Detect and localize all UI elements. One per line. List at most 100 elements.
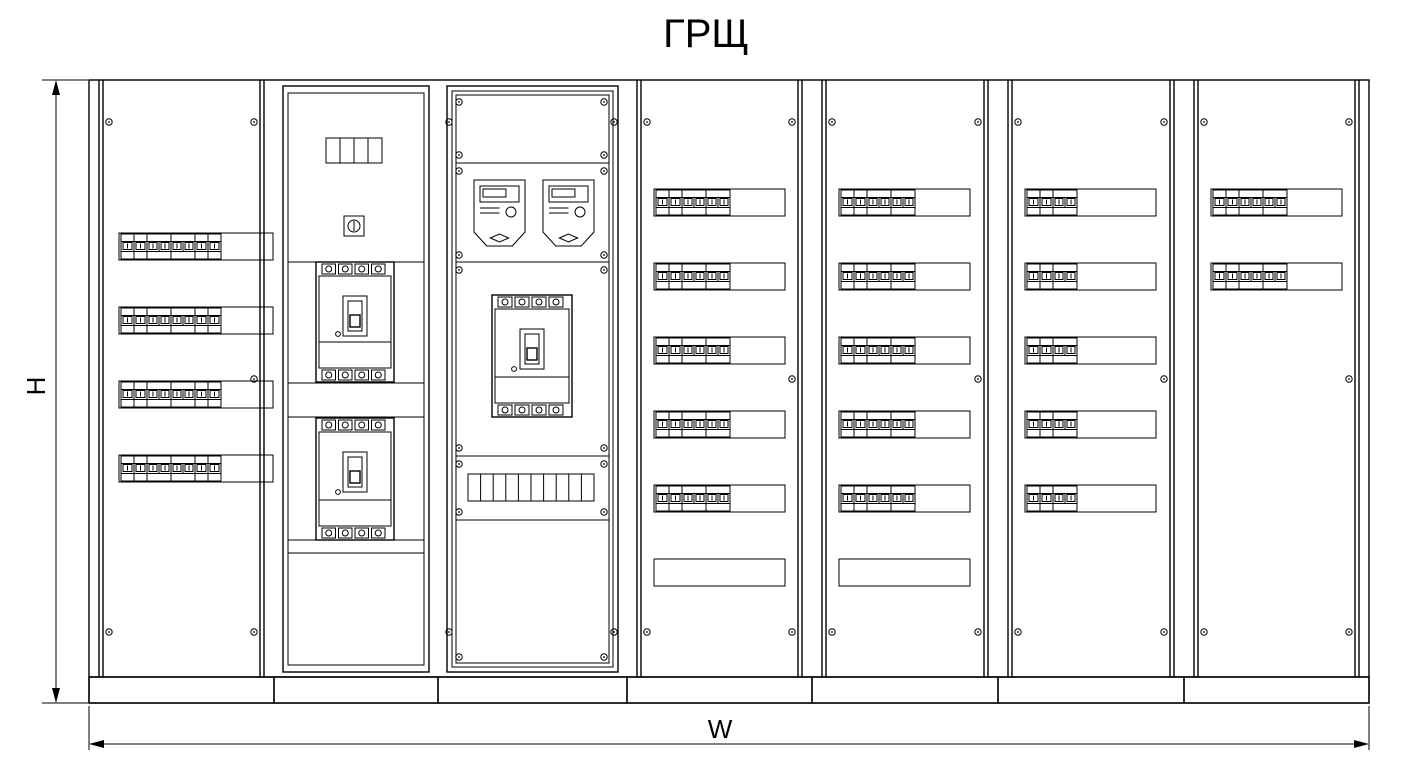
breaker-module bbox=[170, 307, 196, 334]
din-rail-row bbox=[1024, 336, 1157, 365]
breaker-module bbox=[133, 307, 148, 334]
width-dimension: W bbox=[88, 706, 1370, 750]
breaker-module bbox=[1039, 485, 1054, 512]
breaker-module bbox=[705, 411, 731, 438]
breaker-module bbox=[668, 411, 683, 438]
breaker-module bbox=[1026, 485, 1041, 512]
breaker-module bbox=[853, 337, 868, 364]
energy-meter bbox=[473, 179, 526, 247]
panel-7 bbox=[1183, 80, 1370, 704]
breaker-module bbox=[853, 411, 868, 438]
breaker-module bbox=[668, 263, 683, 290]
breaker-module bbox=[655, 411, 670, 438]
breaker-module bbox=[866, 485, 892, 512]
breaker-module bbox=[853, 263, 868, 290]
breaker-module bbox=[890, 189, 916, 216]
breaker-module bbox=[681, 189, 707, 216]
breaker-module bbox=[146, 307, 172, 334]
breaker-module bbox=[1039, 411, 1054, 438]
breaker-module bbox=[133, 455, 148, 482]
breaker-module bbox=[668, 485, 683, 512]
indicator-lamps bbox=[325, 137, 383, 164]
breaker-module bbox=[1225, 189, 1240, 216]
height-dimension: H bbox=[21, 79, 88, 704]
din-rail-row bbox=[838, 262, 971, 291]
breaker-module bbox=[890, 263, 916, 290]
breaker-module bbox=[853, 485, 868, 512]
breaker-module bbox=[1212, 189, 1227, 216]
breaker-module bbox=[840, 189, 855, 216]
breaker-module bbox=[133, 381, 148, 408]
din-rail-row bbox=[838, 484, 971, 513]
breaker-module bbox=[1225, 263, 1240, 290]
breaker-module bbox=[705, 485, 731, 512]
breaker-module bbox=[1052, 263, 1078, 290]
breaker-module bbox=[194, 455, 209, 482]
height-label: H bbox=[21, 377, 51, 396]
breaker-module bbox=[1052, 411, 1078, 438]
selector-switch bbox=[343, 215, 365, 237]
breaker-module bbox=[890, 485, 916, 512]
din-rail-row bbox=[653, 262, 786, 291]
breaker-module bbox=[1026, 411, 1041, 438]
molded-case-breaker bbox=[491, 294, 573, 418]
din-rail-row bbox=[1024, 484, 1157, 513]
breaker-module bbox=[1238, 189, 1264, 216]
breaker-module bbox=[1262, 189, 1288, 216]
din-rail-row bbox=[653, 410, 786, 439]
breaker-module bbox=[866, 189, 892, 216]
breaker-module bbox=[890, 411, 916, 438]
energy-meter bbox=[542, 179, 595, 247]
panel-2 bbox=[273, 85, 439, 704]
breaker-module bbox=[120, 455, 135, 482]
breaker-module bbox=[120, 307, 135, 334]
din-rail-row bbox=[118, 306, 274, 335]
breaker-module bbox=[1026, 263, 1041, 290]
breaker-module bbox=[1212, 263, 1227, 290]
din-rail-row bbox=[1024, 262, 1157, 291]
breaker-module bbox=[207, 233, 222, 260]
breaker-module bbox=[1052, 189, 1078, 216]
breaker-module bbox=[207, 455, 222, 482]
breaker-module bbox=[681, 411, 707, 438]
panel-1 bbox=[88, 80, 275, 704]
din-rail-row bbox=[1024, 188, 1157, 217]
breaker-module bbox=[1039, 189, 1054, 216]
din-rail-row bbox=[118, 454, 274, 483]
breaker-module bbox=[207, 381, 222, 408]
breaker-module bbox=[1026, 337, 1041, 364]
breaker-module bbox=[170, 233, 196, 260]
breaker-module bbox=[655, 337, 670, 364]
molded-case-breaker bbox=[315, 261, 395, 383]
molded-case-breaker bbox=[315, 417, 395, 541]
breaker-module bbox=[681, 485, 707, 512]
breaker-module bbox=[681, 263, 707, 290]
breaker-module bbox=[866, 411, 892, 438]
breaker-module bbox=[1026, 189, 1041, 216]
breaker-module bbox=[146, 233, 172, 260]
breaker-module bbox=[194, 307, 209, 334]
din-rail-row bbox=[1210, 188, 1343, 217]
breaker-module bbox=[668, 337, 683, 364]
breaker-module bbox=[840, 337, 855, 364]
breaker-module bbox=[1039, 337, 1054, 364]
panel-5 bbox=[811, 80, 999, 704]
breaker-module bbox=[681, 337, 707, 364]
breaker-module bbox=[120, 381, 135, 408]
din-rail-row bbox=[838, 188, 971, 217]
breaker-module bbox=[840, 411, 855, 438]
width-label: W bbox=[708, 714, 733, 744]
breaker-module bbox=[146, 381, 172, 408]
breaker-module bbox=[1039, 263, 1054, 290]
breaker-module bbox=[194, 233, 209, 260]
breaker-module bbox=[866, 263, 892, 290]
breaker-module bbox=[840, 263, 855, 290]
breaker-module bbox=[705, 189, 731, 216]
blank-cover-plate bbox=[838, 558, 971, 587]
breaker-module bbox=[705, 263, 731, 290]
breaker-module bbox=[853, 189, 868, 216]
breaker-module bbox=[668, 189, 683, 216]
breaker-module bbox=[170, 381, 196, 408]
breaker-module bbox=[840, 485, 855, 512]
